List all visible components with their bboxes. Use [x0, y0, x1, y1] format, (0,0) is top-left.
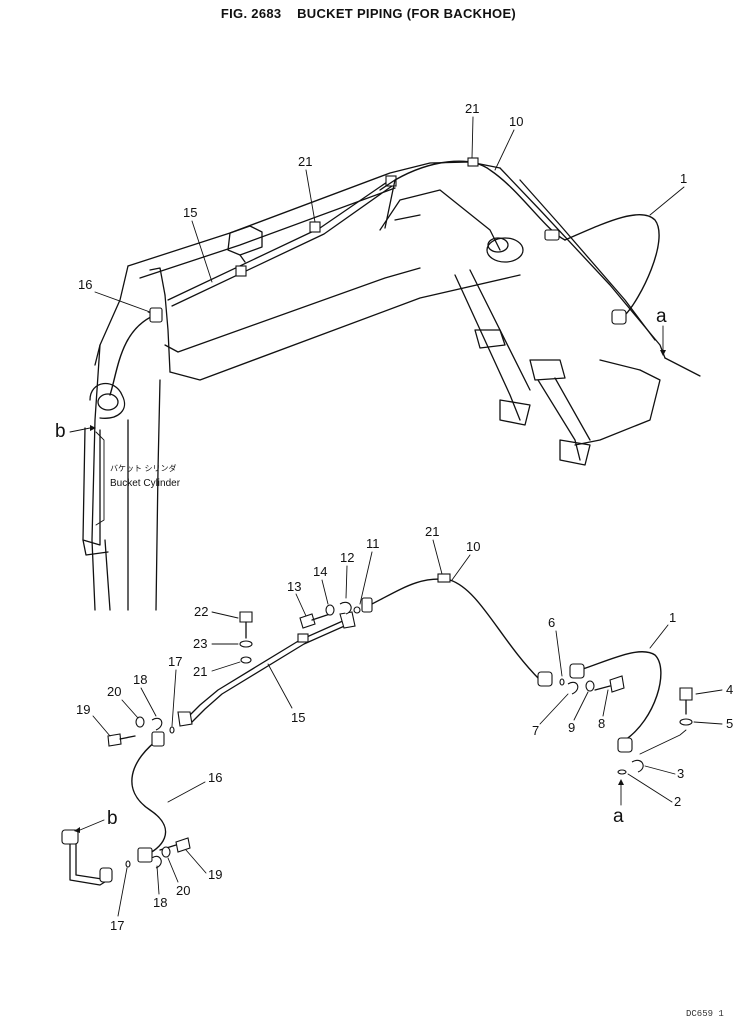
callout-18-bottom: 18 — [153, 895, 167, 910]
boom-callouts: 21 10 1 21 15 16 a b バケット シリンダ Bucket Cy… — [55, 101, 687, 489]
callout-22: 22 — [194, 604, 208, 619]
ref-a-bottom: a — [613, 806, 624, 827]
callout-16: 16 — [208, 770, 222, 785]
drawing-stamp: DC659 1 — [686, 1009, 724, 1019]
callout-7: 7 — [532, 723, 539, 738]
callout-21-right: 21 — [425, 524, 439, 539]
callout-17-top: 17 — [168, 654, 182, 669]
exploded-parts — [61, 573, 693, 886]
figure-title: FIG. 2683 BUCKET PIPING (FOR BACKHOE) — [0, 6, 737, 21]
callout-19-bottom: 19 — [208, 867, 222, 882]
callout-11: 11 — [366, 536, 380, 551]
callout-16-top: 16 — [78, 277, 92, 292]
callout-14: 14 — [313, 564, 327, 579]
callout-10: 10 — [466, 539, 480, 554]
callout-20-top: 20 — [107, 684, 121, 699]
callout-21-mid: 21 — [298, 154, 312, 169]
callout-17-bottom: 17 — [110, 918, 124, 933]
callout-10-top: 10 — [509, 114, 523, 129]
callout-23: 23 — [193, 636, 207, 651]
bucket-cylinder-jp-label: バケット シリンダ — [110, 463, 177, 473]
parts-callouts: 1 2 3 4 5 6 7 8 9 10 11 12 13 1 — [74, 524, 733, 933]
ref-b-top: b — [55, 421, 66, 442]
callout-8: 8 — [598, 716, 605, 731]
callout-9: 9 — [568, 720, 575, 735]
boom-assembly — [82, 157, 701, 611]
callout-3: 3 — [677, 766, 684, 781]
callout-1-top: 1 — [680, 171, 687, 186]
figure-heading: BUCKET PIPING (FOR BACKHOE) — [297, 6, 517, 21]
ref-b-bottom: b — [107, 808, 118, 829]
figure-number: FIG. 2683 — [220, 6, 282, 21]
callout-2: 2 — [674, 794, 681, 809]
callout-21-left: 21 — [193, 664, 207, 679]
callout-4: 4 — [726, 682, 733, 697]
callout-21-top: 21 — [465, 101, 479, 116]
callout-15: 15 — [291, 710, 305, 725]
callout-18-top: 18 — [133, 672, 147, 687]
callout-13: 13 — [287, 579, 301, 594]
callout-1: 1 — [669, 610, 676, 625]
callout-20-bottom: 20 — [176, 883, 190, 898]
callout-15-top: 15 — [183, 205, 197, 220]
ref-a-top: a — [656, 306, 667, 327]
callout-12: 12 — [340, 550, 354, 565]
callout-6: 6 — [548, 615, 555, 630]
callout-19-top: 19 — [76, 702, 90, 717]
callout-5: 5 — [726, 716, 733, 731]
bucket-cylinder-label: Bucket Cylinder — [110, 478, 181, 489]
